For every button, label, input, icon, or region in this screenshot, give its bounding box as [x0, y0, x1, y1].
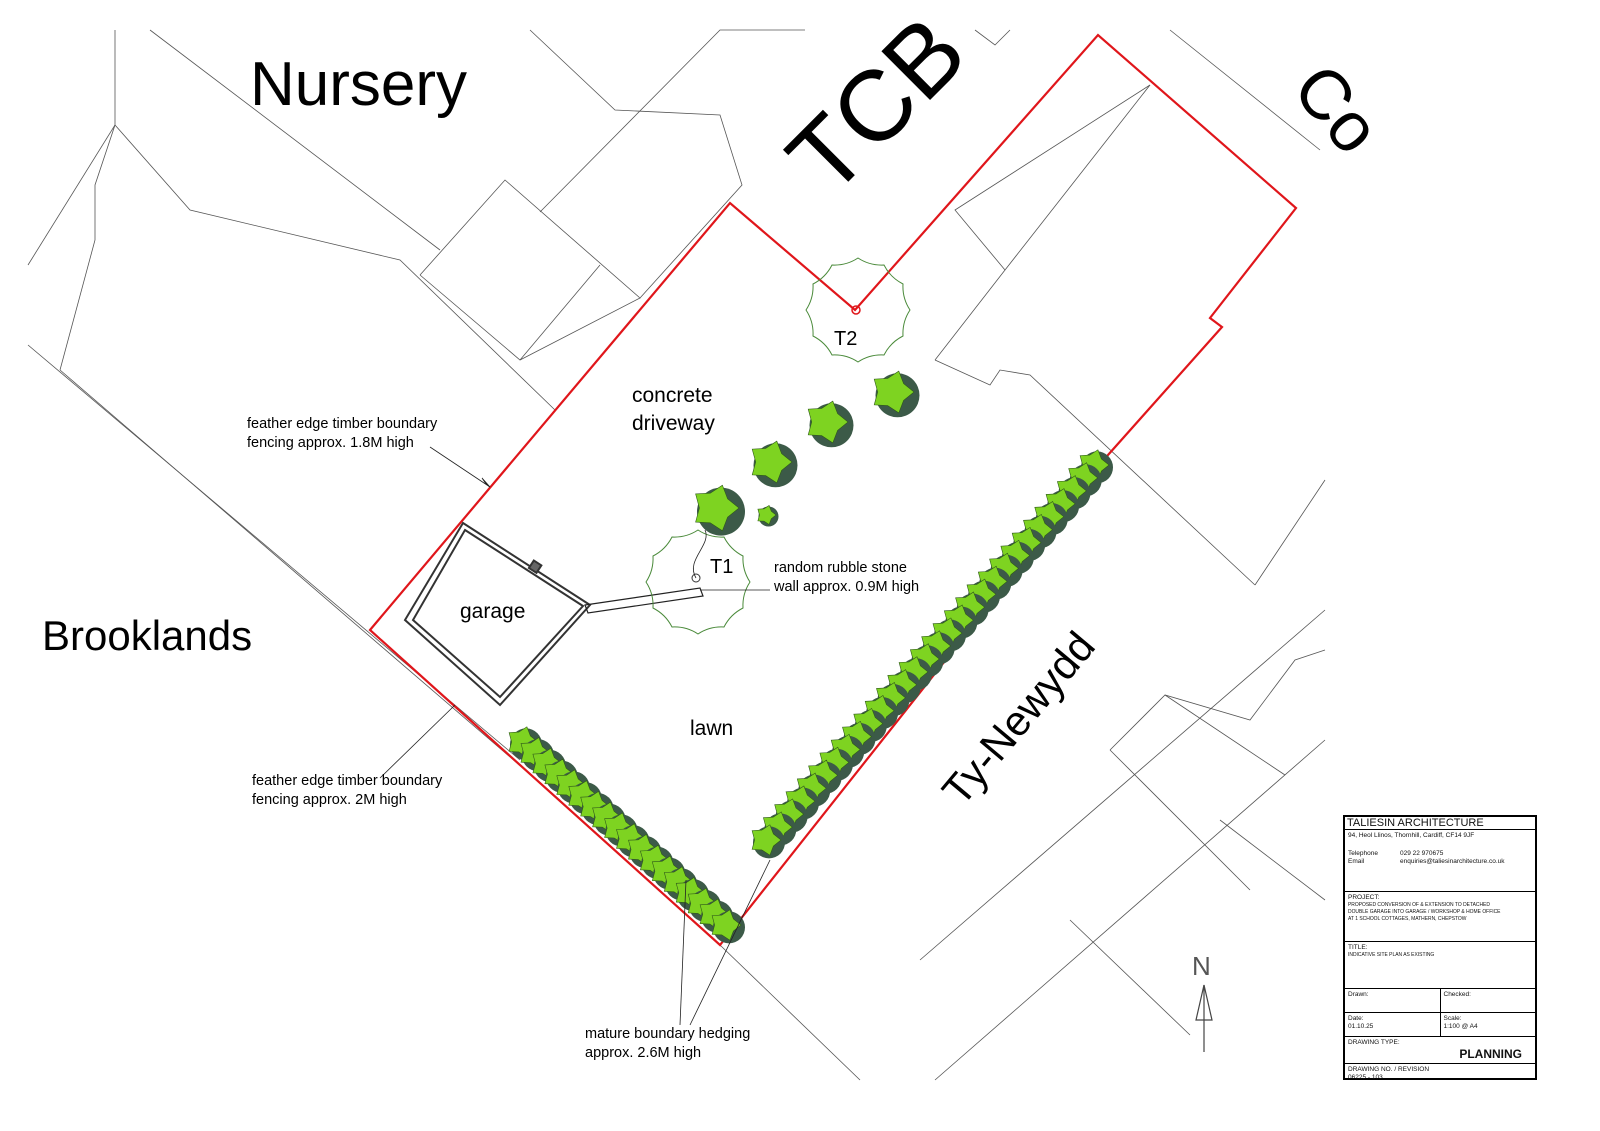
annotation-fence-bottom-2: fencing approx. 2M high: [252, 792, 407, 808]
shrub: [807, 400, 854, 448]
label-lawn: lawn: [690, 717, 733, 740]
project-section: PROJECT: PROPOSED CONVERSION OF & EXTENS…: [1345, 892, 1535, 942]
telephone-label: Telephone: [1348, 850, 1378, 857]
date: 01.10.25: [1348, 1023, 1374, 1030]
scale-label: Scale:: [1443, 1015, 1462, 1022]
title-block: TALIESIN ARCHITECTURE 94, Heol Llinos, T…: [1343, 815, 1537, 1081]
drawn-checked-row: Drawn: Checked:: [1345, 989, 1535, 1013]
leader-lines: [379, 446, 771, 1026]
label-co: Co: [1279, 50, 1396, 169]
label-nursery: Nursery: [250, 50, 467, 119]
label-t1: T1: [710, 556, 733, 578]
tree-t2-canopy: [805, 257, 911, 363]
label-t2: T2: [834, 328, 857, 350]
label-driveway: driveway: [632, 412, 715, 435]
shrub: [873, 370, 920, 418]
drawing-no: 06225 - 103: [1348, 1074, 1383, 1081]
email-label: Email: [1348, 858, 1365, 865]
drawing-no-label: DRAWING NO. / REVISION: [1348, 1066, 1430, 1073]
project-line: PROPOSED CONVERSION OF & EXTENSION TO DE…: [1348, 902, 1490, 908]
telephone: 029 22 970675: [1400, 850, 1444, 857]
label-brooklands: Brooklands: [42, 612, 252, 659]
firm-name: TALIESIN ARCHITECTURE: [1345, 817, 1535, 830]
annotation-fence-top-1: feather edge timber boundary: [247, 416, 438, 432]
tree-t1-canopy: [645, 529, 751, 635]
drawn-label: Drawn:: [1345, 989, 1441, 1012]
annotation-hedge-1: mature boundary hedging: [585, 1026, 750, 1042]
drawing-type-label: DRAWING TYPE:: [1348, 1039, 1400, 1046]
tree-t1-trunk: [691, 573, 701, 583]
garage-outline: [403, 521, 592, 707]
drawing-number-section: DRAWING NO. / REVISION 06225 - 103: [1345, 1064, 1535, 1084]
context-linework: [27, 29, 1326, 1081]
label-tcb: TCB: [766, 0, 987, 216]
label-concrete: concrete: [632, 384, 713, 407]
tree-t2-trunk: [851, 305, 861, 315]
annotation-wall-1: random rubble stone: [774, 560, 907, 576]
date-scale-row: Date:01.10.25 Scale:1:100 @ A4: [1345, 1013, 1535, 1037]
email: enquiries@taliesinarchitecture.co.uk: [1400, 858, 1505, 865]
title-section: TITLE: INDICATIVE SITE PLAN AS EXISTING: [1345, 942, 1535, 989]
drawing-title: INDICATIVE SITE PLAN AS EXISTING: [1348, 952, 1435, 958]
project-line: AT 1 SCHOOL COTTAGES, MATHERN, CHEPSTOW: [1348, 916, 1467, 922]
label-garage: garage: [460, 600, 525, 623]
annotation-fence-bottom-1: feather edge timber boundary: [252, 773, 443, 789]
rubble-stone-wall: [584, 587, 704, 614]
shrub: [751, 440, 798, 488]
drawing-type: PLANNING: [1459, 1047, 1522, 1061]
firm-contact: 94, Heol Llinos, Thornhill, Cardiff, CF1…: [1345, 830, 1535, 892]
scale: 1:100 @ A4: [1443, 1023, 1478, 1030]
shrub: [757, 505, 779, 527]
label-ty-newydd: Ty-Newydd: [933, 623, 1104, 814]
shrub: [695, 484, 745, 536]
project-label: PROJECT:: [1348, 894, 1380, 901]
annotation-fence-top-2: fencing approx. 1.8M high: [247, 435, 414, 451]
firm-address: 94, Heol Llinos, Thornhill, Cardiff, CF1…: [1348, 832, 1475, 839]
annotation-wall-2: wall approx. 0.9M high: [773, 579, 919, 595]
checked-label: Checked:: [1443, 991, 1471, 998]
hedge-shrub: [751, 824, 785, 859]
drawing-type-section: DRAWING TYPE: PLANNING: [1345, 1037, 1535, 1064]
hedge-shrub: [711, 909, 745, 944]
project-line: DOUBLE GARAGE INTO GARAGE / WORKSHOP & H…: [1348, 909, 1501, 915]
title-label: TITLE:: [1348, 944, 1368, 951]
date-label: Date:: [1348, 1015, 1364, 1022]
north-arrow: [1195, 984, 1213, 1052]
annotation-hedge-2: approx. 2.6M high: [585, 1045, 701, 1061]
label-north: N: [1192, 951, 1211, 981]
